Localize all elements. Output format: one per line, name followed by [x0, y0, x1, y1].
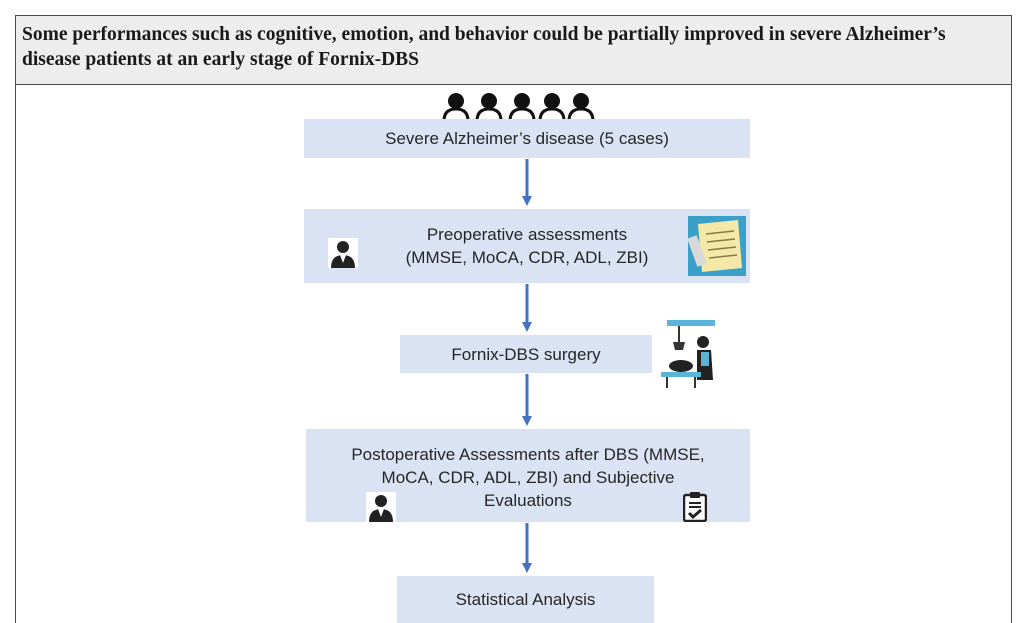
- step-surgery-label: Fornix-DBS surgery: [451, 344, 601, 364]
- person-4-icon: [538, 93, 566, 122]
- figure-title: Some performances such as cognitive, emo…: [22, 24, 946, 70]
- person-1-icon: [442, 93, 470, 122]
- person-2-icon: [475, 93, 503, 122]
- step-statistics-label: Statistical Analysis: [455, 590, 596, 609]
- step-preoperative-line1: Preoperative assessments: [426, 225, 628, 244]
- step-statistics: Statistical Analysis: [397, 576, 654, 623]
- step-severe-ad-label: Severe Alzheimer’s disease (5 cases): [385, 129, 669, 148]
- surgery-icon: [661, 320, 715, 388]
- clipboard-check-icon: [683, 492, 707, 522]
- person-group-icon: [442, 93, 595, 122]
- step-severe-ad: Severe Alzheimer’s disease (5 cases): [304, 119, 750, 158]
- person-3-icon: [508, 93, 536, 122]
- step-preoperative: Preoperative assessments (MMSE, MoCA, CD…: [304, 209, 750, 283]
- person-5-icon: [567, 93, 595, 122]
- header-band: [15, 15, 1012, 85]
- step-preoperative-line2: (MMSE, MoCA, CDR, ADL, ZBI): [405, 248, 649, 267]
- step-surgery: Fornix-DBS surgery: [400, 335, 652, 373]
- step-postoperative-label: Postoperative Assessments after DBS (MMS…: [351, 445, 705, 510]
- figure-frame: [15, 15, 1012, 623]
- doctor-icon: [366, 492, 396, 522]
- doctor-icon: [328, 238, 358, 268]
- document-icon: [688, 216, 746, 276]
- step-postoperative: Postoperative Assessments after DBS (MMS…: [306, 429, 750, 522]
